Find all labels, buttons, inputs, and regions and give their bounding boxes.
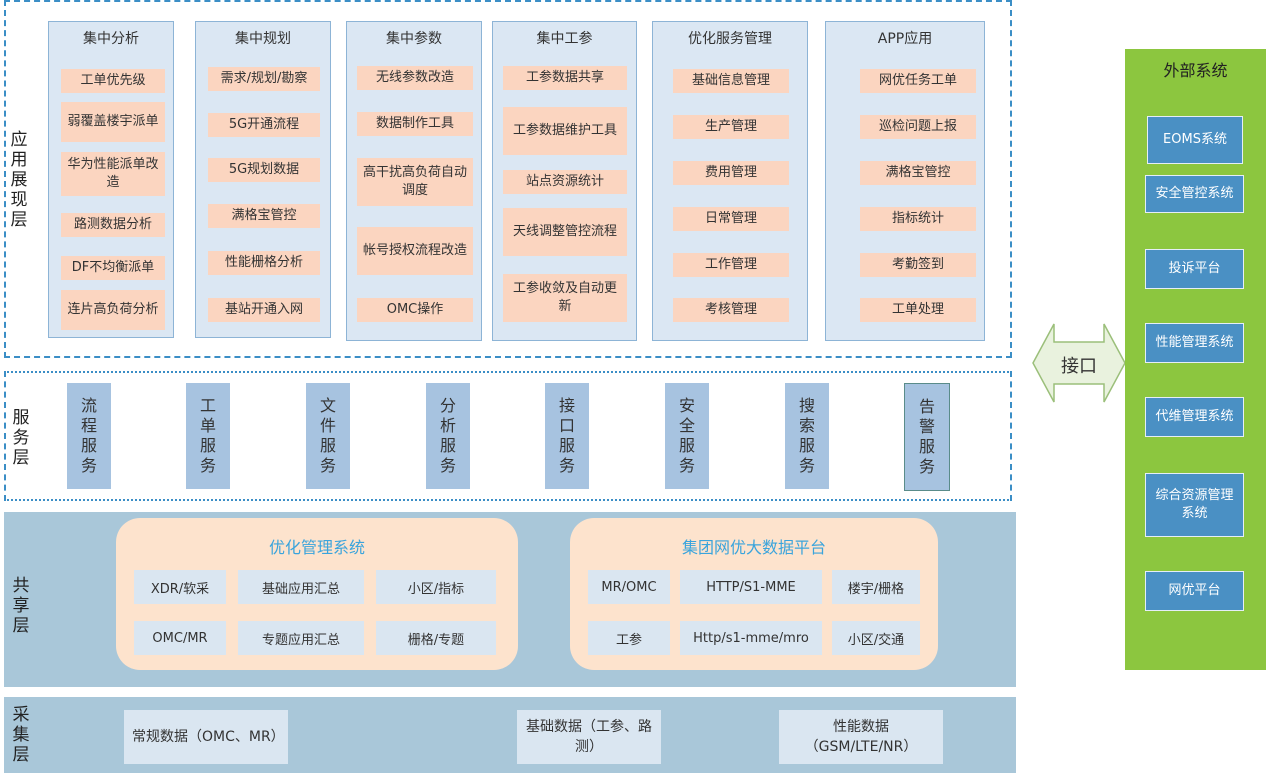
app-item: 基站开通入网 bbox=[208, 298, 320, 322]
app-item: 站点资源统计 bbox=[503, 170, 627, 194]
app-item: 工参数据共享 bbox=[503, 66, 627, 90]
external-item: 性能管理系统 bbox=[1145, 323, 1244, 363]
app-item: 工参数据维护工具 bbox=[503, 107, 627, 155]
app-item: 路测数据分析 bbox=[61, 213, 165, 237]
service-label: 分析服务 bbox=[439, 396, 456, 475]
column-title: 集中参数 bbox=[386, 31, 442, 47]
shared-cell: MR/OMC bbox=[588, 570, 670, 604]
app-item: 巡检问题上报 bbox=[860, 115, 976, 139]
external-item: 网优平台 bbox=[1145, 571, 1244, 611]
app-item: 考核管理 bbox=[673, 298, 789, 322]
shared-cell: 栅格/专题 bbox=[376, 621, 496, 655]
service-box: 搜索服务 bbox=[785, 383, 829, 489]
panel-title: 集团网优大数据平台 bbox=[681, 538, 826, 557]
shared-cell: 基础应用汇总 bbox=[238, 570, 364, 604]
column-title: APP应用 bbox=[877, 31, 933, 47]
app-item: 弱覆盖楼宇派单 bbox=[61, 102, 165, 142]
external-title: 外部系统 bbox=[1163, 61, 1228, 80]
shared-cell: 楼宇/栅格 bbox=[832, 570, 920, 604]
app-item: 数据制作工具 bbox=[357, 112, 473, 136]
app-item: 华为性能派单改造 bbox=[61, 152, 165, 196]
service-label: 文件服务 bbox=[319, 396, 336, 475]
external-item: 综合资源管理系统 bbox=[1145, 473, 1244, 537]
service-box: 告警服务 bbox=[904, 383, 950, 491]
shared-cell: OMC/MR bbox=[134, 621, 226, 655]
column-title: 集中规划 bbox=[235, 31, 291, 47]
column-title: 优化服务管理 bbox=[688, 31, 772, 47]
shared-cell: 小区/指标 bbox=[376, 570, 496, 604]
app-item: 工单优先级 bbox=[61, 69, 165, 93]
app-item: 费用管理 bbox=[673, 161, 789, 185]
external-item: 安全管控系统 bbox=[1145, 175, 1244, 213]
app-layer-label: 应用展现层 bbox=[10, 130, 28, 230]
column-title: 集中工参 bbox=[536, 31, 593, 47]
collect-layer-label: 采集层 bbox=[12, 705, 30, 765]
app-item: 需求/规划/勘察 bbox=[208, 67, 320, 91]
app-column-optimization-service-management: 优化服务管理 基础信息管理 生产管理 费用管理 日常管理 工作管理 考核管理 bbox=[652, 21, 808, 341]
shared-layer-label: 共享层 bbox=[12, 576, 30, 636]
app-item: 连片高负荷分析 bbox=[61, 290, 165, 330]
collect-item: 常规数据（OMC、MR） bbox=[124, 710, 288, 764]
service-label: 搜索服务 bbox=[798, 396, 815, 475]
shared-cell: 专题应用汇总 bbox=[238, 621, 364, 655]
app-item: 帐号授权流程改造 bbox=[357, 227, 473, 275]
service-box: 接口服务 bbox=[545, 383, 589, 489]
shared-cell: Http/s1-mme/mro bbox=[680, 621, 822, 655]
shared-panel-optimization-management: 优化管理系统 XDR/软采 基础应用汇总 小区/指标 OMC/MR 专题应用汇总… bbox=[116, 518, 518, 670]
app-item: 工参收敛及自动更新 bbox=[503, 274, 627, 322]
app-item: 基础信息管理 bbox=[673, 69, 789, 93]
service-label: 工单服务 bbox=[199, 396, 216, 475]
app-item: OMC操作 bbox=[357, 298, 473, 322]
shared-cell: XDR/软采 bbox=[134, 570, 226, 604]
shared-cell: 小区/交通 bbox=[832, 621, 920, 655]
app-item: 5G开通流程 bbox=[208, 113, 320, 137]
app-item: 性能栅格分析 bbox=[208, 251, 320, 275]
collect-item: 基础数据（工参、路测） bbox=[517, 710, 661, 764]
shared-panel-group-bigdata-platform: 集团网优大数据平台 MR/OMC HTTP/S1-MME 楼宇/栅格 工参 Ht… bbox=[570, 518, 938, 670]
app-item: 天线调整管控流程 bbox=[503, 208, 627, 256]
service-label: 流程服务 bbox=[80, 396, 97, 475]
app-item: 工作管理 bbox=[673, 253, 789, 277]
app-column-app-applications: APP应用 网优任务工单 巡检问题上报 满格宝管控 指标统计 考勤签到 工单处理 bbox=[825, 21, 985, 341]
panel-title: 优化管理系统 bbox=[268, 538, 365, 557]
external-item: 投诉平台 bbox=[1145, 249, 1244, 289]
interface-label: 接口 bbox=[1061, 356, 1097, 377]
app-item: 日常管理 bbox=[673, 207, 789, 231]
service-label: 告警服务 bbox=[918, 397, 935, 476]
external-systems-panel: 外部系统 EOMS系统 安全管控系统 投诉平台 性能管理系统 代维管理系统 综合… bbox=[1125, 49, 1266, 670]
shared-cell: 工参 bbox=[588, 621, 670, 655]
app-item: 高干扰高负荷自动调度 bbox=[357, 158, 473, 206]
app-item: 网优任务工单 bbox=[860, 69, 976, 93]
external-item: EOMS系统 bbox=[1147, 116, 1243, 164]
app-item: 考勤签到 bbox=[860, 253, 976, 277]
app-item: 5G规划数据 bbox=[208, 158, 320, 182]
service-label: 安全服务 bbox=[678, 396, 695, 475]
external-item: 代维管理系统 bbox=[1145, 397, 1244, 437]
service-layer-label: 服务层 bbox=[12, 408, 30, 468]
shared-cell: HTTP/S1-MME bbox=[680, 570, 822, 604]
service-box: 分析服务 bbox=[426, 383, 470, 489]
service-layer bbox=[4, 371, 1012, 501]
app-column-centralized-parameters: 集中参数 无线参数改造 数据制作工具 高干扰高负荷自动调度 帐号授权流程改造 O… bbox=[346, 21, 482, 341]
app-column-centralized-analysis: 集中分析 工单优先级 弱覆盖楼宇派单 华为性能派单改造 路测数据分析 DF不均衡… bbox=[48, 21, 174, 338]
app-item: 满格宝管控 bbox=[860, 161, 976, 185]
app-item: 生产管理 bbox=[673, 115, 789, 139]
service-box: 安全服务 bbox=[665, 383, 709, 489]
app-item: 指标统计 bbox=[860, 207, 976, 231]
service-box: 流程服务 bbox=[67, 383, 111, 489]
service-label: 接口服务 bbox=[558, 396, 575, 475]
app-item: 无线参数改造 bbox=[357, 66, 473, 90]
app-column-centralized-site-params: 集中工参 工参数据共享 工参数据维护工具 站点资源统计 天线调整管控流程 工参收… bbox=[492, 21, 637, 341]
service-box: 文件服务 bbox=[306, 383, 350, 489]
service-box: 工单服务 bbox=[186, 383, 230, 489]
app-column-centralized-planning: 集中规划 需求/规划/勘察 5G开通流程 5G规划数据 满格宝管控 性能栅格分析… bbox=[195, 21, 331, 338]
app-item: 满格宝管控 bbox=[208, 204, 320, 228]
column-title: 集中分析 bbox=[83, 31, 139, 47]
collect-item: 性能数据（GSM/LTE/NR） bbox=[779, 710, 943, 764]
app-layer bbox=[4, 0, 1012, 358]
app-item: DF不均衡派单 bbox=[61, 256, 165, 280]
app-item: 工单处理 bbox=[860, 298, 976, 322]
